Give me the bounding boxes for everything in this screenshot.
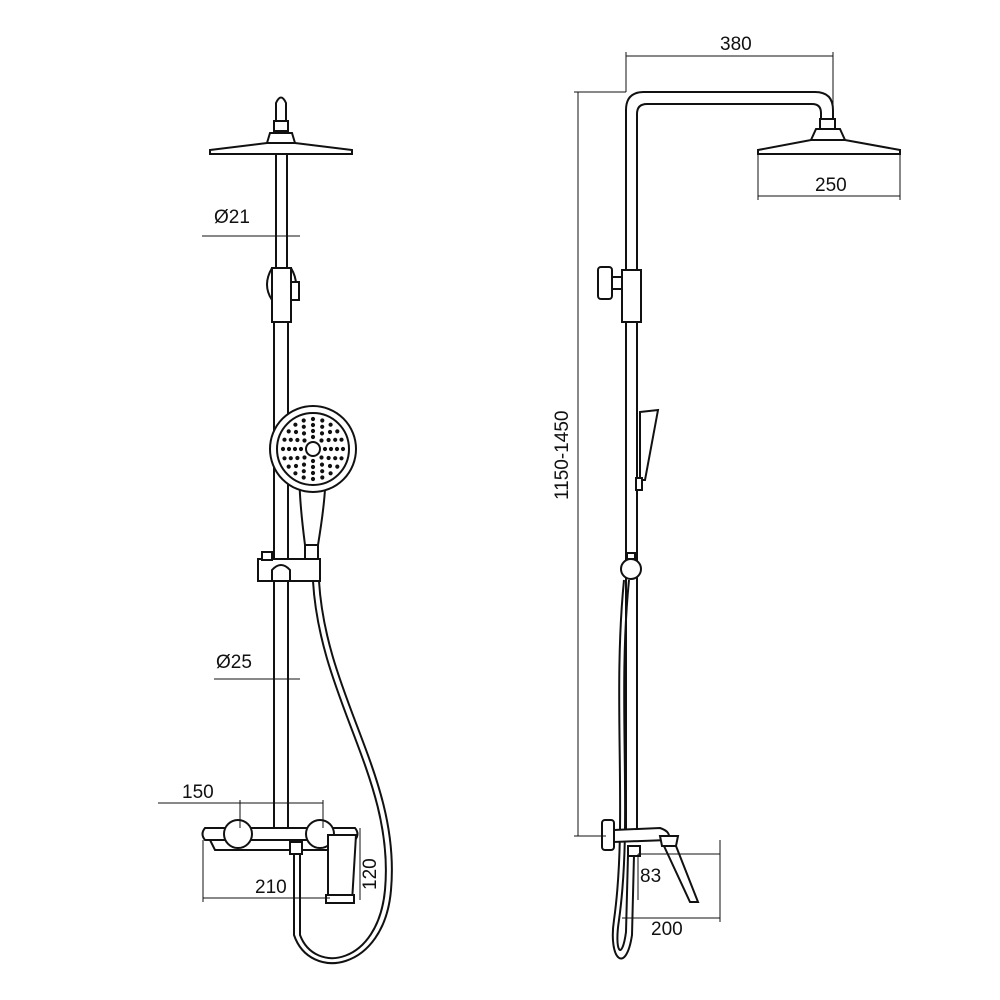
side-dimensions: 380 250 1150-1450 83 200 (552, 34, 901, 940)
side-height-adjust-collar (597, 266, 642, 840)
front-dimensions: Ø21 Ø25 150 210 120 (158, 207, 381, 902)
dim-arm-reach: 380 (720, 34, 752, 55)
spray-nozzle-dot (310, 458, 316, 464)
spray-nozzle-dot (310, 470, 316, 476)
spray-nozzle-dot (310, 428, 316, 434)
spray-nozzle-dot (282, 456, 287, 461)
spray-nozzle-dot (310, 464, 316, 470)
front-hose (293, 580, 393, 965)
front-view: Ø21 Ø25 150 210 120 (158, 96, 393, 965)
spray-nozzle-dot (282, 437, 287, 442)
spray-nozzle-dot (339, 456, 344, 461)
spray-nozzle-dot (328, 422, 333, 427)
dim-mixer-spacing: 150 (182, 782, 214, 803)
spray-nozzle-dot (301, 424, 306, 429)
spray-nozzle-dot (327, 429, 333, 435)
spray-nozzle-dot (295, 437, 300, 443)
dim-height-range: 1150-1450 (552, 411, 573, 500)
front-rain-shower-head (209, 96, 353, 155)
spray-nozzle-dot (320, 475, 325, 480)
spray-nozzle-dot (280, 446, 286, 452)
spray-nozzle-dot (322, 446, 328, 452)
front-slide-holder (257, 551, 321, 582)
spray-nozzle-dot (301, 475, 306, 480)
side-hose (611, 579, 635, 960)
spray-nozzle-dot (302, 455, 307, 460)
side-rain-shower-head (757, 128, 901, 155)
spray-nozzle-dot (288, 437, 293, 442)
spray-nozzle-dot (310, 434, 316, 440)
spray-nozzle-dot (333, 456, 338, 461)
spray-nozzle-dot (334, 446, 340, 452)
spray-nozzle-dot (301, 431, 307, 436)
spray-nozzle-dot (293, 471, 298, 476)
spray-nozzle-dot (327, 463, 333, 469)
spray-nozzle-dot (286, 464, 291, 469)
spray-nozzle-dot (293, 463, 299, 469)
spray-nozzle-pattern (280, 416, 346, 482)
spray-nozzle-dot (319, 431, 325, 436)
spray-nozzle-dot (286, 446, 292, 452)
spray-nozzle-dot (288, 456, 293, 461)
spray-nozzle-dot (310, 476, 316, 482)
spray-nozzle-dot (310, 416, 316, 422)
spray-nozzle-dot (293, 429, 299, 435)
spray-nozzle-dot (298, 446, 304, 452)
spray-nozzle-dot (295, 455, 300, 461)
spray-nozzle-dot (310, 422, 316, 428)
spray-nozzle-dot (326, 455, 331, 461)
spray-nozzle-dot (335, 464, 340, 469)
front-height-adjust-collar (266, 267, 300, 323)
spray-nozzle-dot (333, 437, 338, 442)
dim-mixer-width: 210 (255, 877, 287, 898)
spray-nozzle-dot (301, 418, 306, 423)
dim-mixer-depth: 200 (651, 919, 683, 940)
spray-nozzle-dot (301, 469, 306, 474)
dim-upper-pipe-diameter: Ø21 (214, 207, 250, 228)
side-riser-arm (625, 91, 836, 270)
front-hand-shower (269, 405, 357, 560)
spray-nozzle-dot (328, 446, 334, 452)
spray-nozzle-dot (320, 424, 325, 429)
spray-nozzle-dot (340, 446, 346, 452)
dim-lower-pipe-diameter: Ø25 (216, 652, 252, 673)
dim-spout-offset: 83 (640, 866, 661, 887)
spray-nozzle-dot (301, 462, 307, 467)
spray-nozzle-dot (328, 471, 333, 476)
spray-nozzle-dot (319, 455, 324, 460)
front-mixer-shelf (201, 819, 359, 904)
side-view: 380 250 1150-1450 83 200 (552, 34, 901, 960)
side-slide-holder (620, 552, 642, 580)
spray-nozzle-dot (293, 422, 298, 427)
spray-nozzle-dot (339, 437, 344, 442)
spray-nozzle-dot (326, 437, 331, 443)
side-hand-shower (635, 408, 660, 491)
dim-head-diameter: 250 (815, 175, 847, 196)
spray-nozzle-dot (319, 462, 325, 467)
spray-nozzle-dot (319, 438, 324, 443)
front-upper-pipe (275, 154, 288, 270)
dim-mixer-height: 120 (360, 858, 381, 890)
spray-nozzle-dot (320, 469, 325, 474)
spray-nozzle-dot (302, 438, 307, 443)
side-mixer (601, 819, 700, 903)
spray-nozzle-dot (335, 429, 340, 434)
spray-nozzle-dot (320, 418, 325, 423)
spray-nozzle-dot (292, 446, 298, 452)
spray-nozzle-dot (286, 429, 291, 434)
